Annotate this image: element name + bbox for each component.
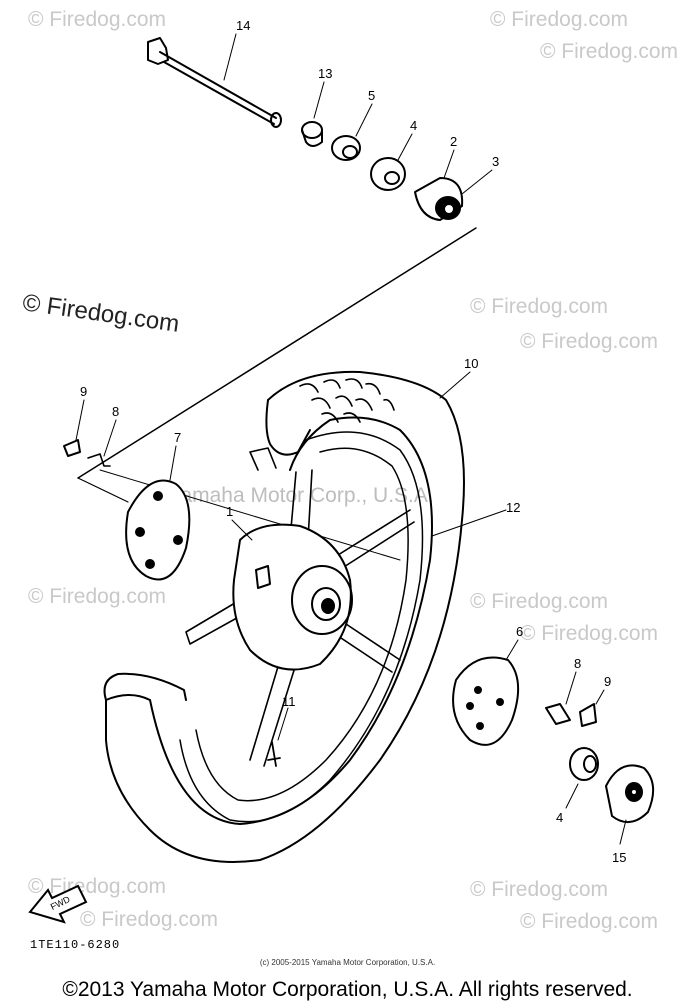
bearing-part <box>331 135 361 161</box>
callout-14: 14 <box>236 18 250 33</box>
brake-disc-right <box>452 656 520 746</box>
callout-2: 2 <box>450 134 457 149</box>
watermark-center: Yamaha Motor Corp., U.S.A. <box>168 484 434 507</box>
watermark: © Firedog.com <box>80 908 219 931</box>
callout-11: 11 <box>282 694 296 709</box>
callout-5: 5 <box>368 88 375 103</box>
bearing-part <box>370 157 406 191</box>
watermark: © Firedog.com <box>520 910 659 933</box>
callout-8: 8 <box>574 656 581 671</box>
callout-7: 7 <box>174 430 181 445</box>
callout-12: 12 <box>506 500 520 515</box>
axle-part <box>147 37 282 128</box>
hub-part <box>232 523 353 671</box>
bearing-part <box>569 747 599 781</box>
forward-arrow-icon: FWD <box>28 884 88 924</box>
brake-disc-left <box>125 479 191 581</box>
callout-9: 9 <box>604 674 611 689</box>
watermark: © Firedog.com <box>490 8 629 31</box>
watermark: © Firedog.com <box>470 590 609 613</box>
callout-13: 13 <box>318 66 332 81</box>
callout-8: 8 <box>112 404 119 419</box>
callout-4: 4 <box>556 810 563 825</box>
callout-6: 6 <box>516 624 523 639</box>
collar-part <box>414 177 464 221</box>
tire-outline <box>105 370 465 863</box>
watermark: © Firedog.com <box>540 40 679 63</box>
callout-4: 4 <box>410 118 417 133</box>
callout-1: 1 <box>226 504 233 519</box>
watermark: © Firedog.com <box>520 622 659 645</box>
callout-labels: 14 13 5 4 2 3 10 9 8 7 1 12 6 8 9 11 4 1… <box>80 18 626 865</box>
speedometer-gear-part <box>605 764 655 823</box>
watermark: © Firedog.com <box>520 330 659 353</box>
watermark: © Firedog.com <box>470 295 609 318</box>
watermark: © Firedog.com <box>28 585 167 608</box>
watermark: © Firedog.com <box>28 8 167 31</box>
callout-9: 9 <box>80 384 87 399</box>
small-copyright: (c) 2005-2015 Yamaha Motor Corporation, … <box>259 958 436 967</box>
copyright: ©2013 Yamaha Motor Corporation, U.S.A. A… <box>62 978 633 1001</box>
callout-3: 3 <box>492 154 499 169</box>
watermark: © Firedog.com <box>470 878 609 901</box>
callout-10: 10 <box>464 356 478 371</box>
callout-15: 15 <box>612 850 626 865</box>
diagram-code: 1TE110-6280 <box>30 938 121 952</box>
spacer-part <box>301 121 323 147</box>
